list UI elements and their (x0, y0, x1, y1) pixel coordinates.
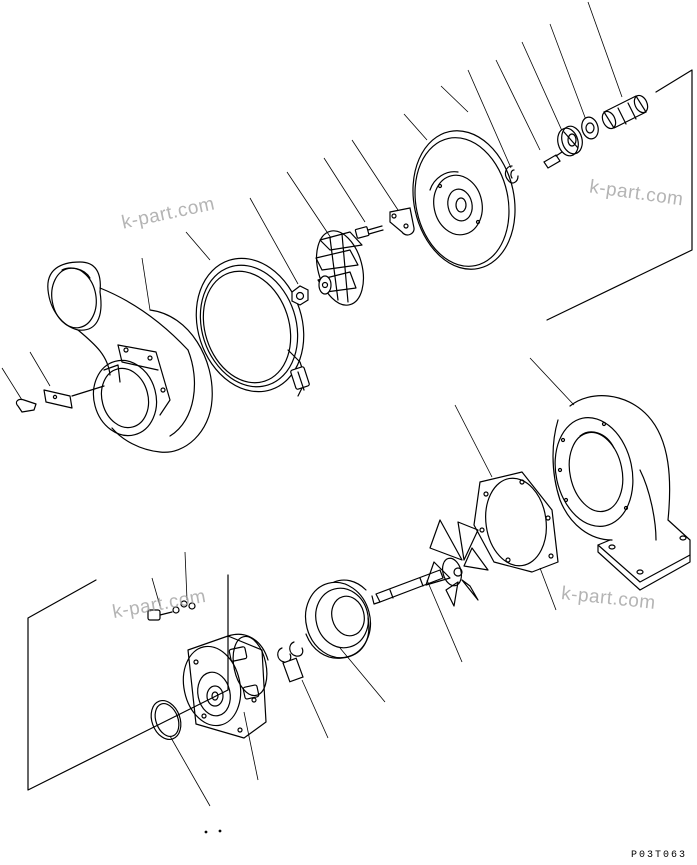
center-housing (182, 633, 269, 739)
heat-shield (304, 579, 372, 659)
retaining-ring (504, 165, 519, 184)
v-band-clamp (195, 257, 310, 397)
seal-plate (412, 130, 516, 270)
thrust-collar (557, 125, 583, 157)
turbine-gasket (473, 471, 559, 573)
small-dots (204, 829, 222, 834)
frame-lines (27, 69, 693, 791)
bearing-sleeve (601, 94, 649, 130)
screw (354, 225, 384, 239)
thrust-bearing (581, 116, 599, 140)
leader-lines (1, 1, 623, 807)
reference-code: P03T063 (630, 850, 687, 861)
plate-and-bolt (15, 385, 105, 413)
compressor-wheel (315, 230, 365, 306)
lock-plate (389, 207, 415, 236)
compressor-nut (291, 285, 309, 306)
piston-rings (277, 641, 304, 683)
o-ring (150, 700, 182, 740)
turbine-housing (552, 395, 691, 591)
turbine-shaft-and-wheel (371, 519, 489, 607)
small-bolts (147, 600, 196, 621)
compressor-housing (47, 261, 213, 453)
pin (543, 151, 563, 169)
